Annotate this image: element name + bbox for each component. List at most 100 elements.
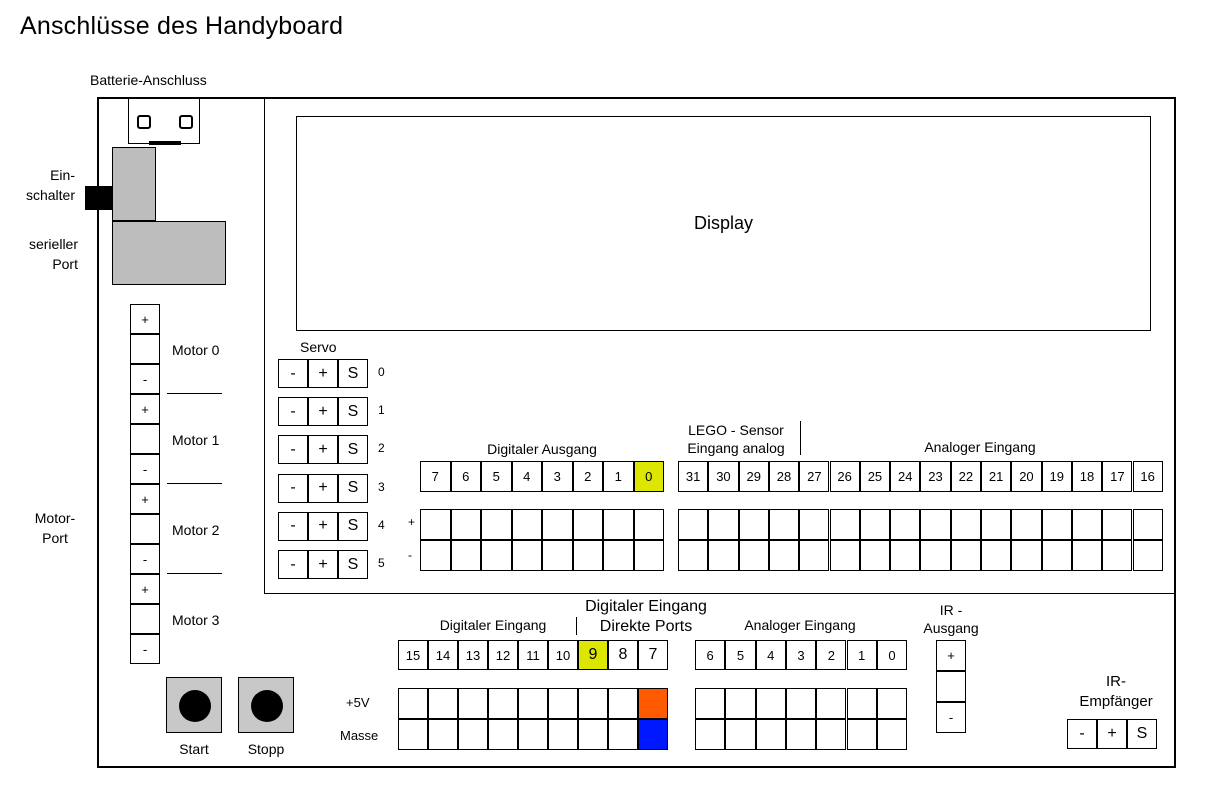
analog-input-lower-pin[interactable] [755, 719, 786, 750]
motor-terminal-mid[interactable] [130, 424, 160, 454]
analog-input-lower-pin[interactable] [876, 719, 908, 750]
analog-input-lower-pin[interactable] [755, 688, 786, 719]
analog-input-upper-pin[interactable] [1041, 509, 1072, 540]
analog-input-upper-pin[interactable] [920, 540, 951, 571]
digital-output-port-1[interactable]: 1 [603, 461, 634, 492]
digital-input-pin[interactable] [488, 719, 518, 750]
digital-input-direct-port-9[interactable]: 9 [578, 640, 608, 670]
analog-input-upper-pin[interactable] [1071, 509, 1103, 540]
analog-input-upper-port-16[interactable]: 16 [1132, 461, 1163, 492]
analog-input-lower-pin[interactable] [785, 688, 817, 719]
analog-input-upper-pin[interactable] [1132, 509, 1163, 540]
servo-pin[interactable]: S [338, 435, 368, 465]
digital-input-port-11[interactable]: 11 [518, 640, 548, 670]
analog-input-upper-port-17[interactable]: 17 [1102, 461, 1133, 492]
analog-input-lower-pin[interactable] [876, 688, 908, 719]
analog-input-upper-port-29[interactable]: 29 [738, 461, 769, 492]
ir-receiver-pin[interactable]: + [1097, 719, 1127, 749]
servo-pin[interactable]: - [278, 359, 308, 388]
servo-pin[interactable]: - [278, 511, 308, 541]
digital-input-pin[interactable] [428, 688, 458, 719]
stop-button[interactable] [238, 677, 294, 733]
analog-input-upper-port-18[interactable]: 18 [1071, 461, 1103, 492]
analog-input-upper-pin[interactable] [1041, 540, 1072, 571]
digital-input-pin[interactable] [458, 688, 488, 719]
motor-terminal-plus[interactable]: + [130, 304, 160, 334]
servo-pin[interactable]: - [278, 397, 308, 427]
servo-pin[interactable]: S [338, 359, 368, 388]
analog-input-lower-port-2[interactable]: 2 [816, 640, 847, 670]
analog-input-lower-port-4[interactable]: 4 [755, 640, 786, 670]
analog-input-upper-pin[interactable] [920, 509, 951, 540]
digital-output-pin[interactable] [511, 509, 542, 540]
analog-input-upper-port-20[interactable]: 20 [1011, 461, 1042, 492]
servo-pin[interactable]: + [308, 397, 338, 427]
analog-input-upper-port-31[interactable]: 31 [678, 461, 709, 492]
analog-input-upper-pin[interactable] [738, 509, 769, 540]
motor-terminal-minus[interactable]: - [130, 364, 160, 394]
servo-pin[interactable]: + [308, 359, 338, 388]
digital-output-pin[interactable] [420, 509, 451, 540]
digital-output-pin[interactable] [420, 540, 451, 571]
analog-input-upper-port-26[interactable]: 26 [829, 461, 860, 492]
servo-pin[interactable]: - [278, 550, 308, 579]
digital-output-port-0[interactable]: 0 [633, 461, 664, 492]
analog-input-upper-port-27[interactable]: 27 [799, 461, 830, 492]
digital-output-pin[interactable] [450, 540, 481, 571]
digital-input-pin[interactable] [578, 719, 608, 750]
digital-output-pin[interactable] [572, 540, 603, 571]
servo-pin[interactable]: S [338, 511, 368, 541]
analog-input-upper-pin[interactable] [799, 509, 830, 540]
analog-input-upper-pin[interactable] [981, 509, 1012, 540]
analog-input-upper-pin[interactable] [1132, 540, 1163, 571]
digital-input-direct-port-8[interactable]: 8 [608, 640, 638, 670]
ir-output-pin[interactable]: + [936, 640, 966, 671]
digital-input-pin[interactable] [638, 719, 668, 750]
analog-input-lower-pin[interactable] [846, 719, 877, 750]
analog-input-lower-pin[interactable] [695, 688, 726, 719]
analog-input-upper-pin[interactable] [859, 509, 891, 540]
analog-input-lower-port-6[interactable]: 6 [695, 640, 726, 670]
analog-input-upper-port-24[interactable]: 24 [890, 461, 921, 492]
analog-input-lower-pin[interactable] [785, 719, 817, 750]
digital-input-port-15[interactable]: 15 [398, 640, 428, 670]
digital-input-pin[interactable] [518, 688, 548, 719]
ir-output-pin[interactable]: - [936, 702, 966, 733]
analog-input-upper-pin[interactable] [1102, 540, 1133, 571]
analog-input-upper-pin[interactable] [1102, 509, 1133, 540]
analog-input-upper-port-28[interactable]: 28 [768, 461, 800, 492]
servo-pin[interactable]: + [308, 550, 338, 579]
analog-input-upper-pin[interactable] [708, 540, 739, 571]
digital-output-port-6[interactable]: 6 [450, 461, 481, 492]
servo-pin[interactable]: S [338, 550, 368, 579]
analog-input-upper-pin[interactable] [829, 509, 860, 540]
analog-input-lower-port-1[interactable]: 1 [846, 640, 877, 670]
motor-terminal-mid[interactable] [130, 514, 160, 544]
digital-input-port-12[interactable]: 12 [488, 640, 518, 670]
ir-receiver-pin[interactable]: S [1127, 719, 1157, 749]
digital-output-pin[interactable] [603, 540, 634, 571]
analog-input-upper-pin[interactable] [950, 540, 981, 571]
digital-output-pin[interactable] [542, 509, 573, 540]
digital-output-pin[interactable] [633, 540, 664, 571]
analog-input-lower-pin[interactable] [846, 688, 877, 719]
servo-pin[interactable]: - [278, 473, 308, 503]
analog-input-upper-port-30[interactable]: 30 [708, 461, 739, 492]
digital-output-port-7[interactable]: 7 [420, 461, 451, 492]
digital-input-pin[interactable] [578, 688, 608, 719]
digital-output-port-5[interactable]: 5 [481, 461, 512, 492]
digital-output-pin[interactable] [603, 509, 634, 540]
analog-input-upper-pin[interactable] [890, 509, 921, 540]
servo-pin[interactable]: S [338, 473, 368, 503]
digital-input-port-13[interactable]: 13 [458, 640, 488, 670]
digital-input-direct-port-7[interactable]: 7 [638, 640, 668, 670]
analog-input-upper-pin[interactable] [768, 509, 800, 540]
analog-input-upper-pin[interactable] [859, 540, 891, 571]
servo-pin[interactable]: - [278, 435, 308, 465]
digital-output-port-4[interactable]: 4 [511, 461, 542, 492]
digital-output-pin[interactable] [542, 540, 573, 571]
analog-input-upper-port-19[interactable]: 19 [1041, 461, 1072, 492]
analog-input-upper-pin[interactable] [1071, 540, 1103, 571]
motor-terminal-mid[interactable] [130, 604, 160, 634]
digital-input-port-10[interactable]: 10 [548, 640, 578, 670]
